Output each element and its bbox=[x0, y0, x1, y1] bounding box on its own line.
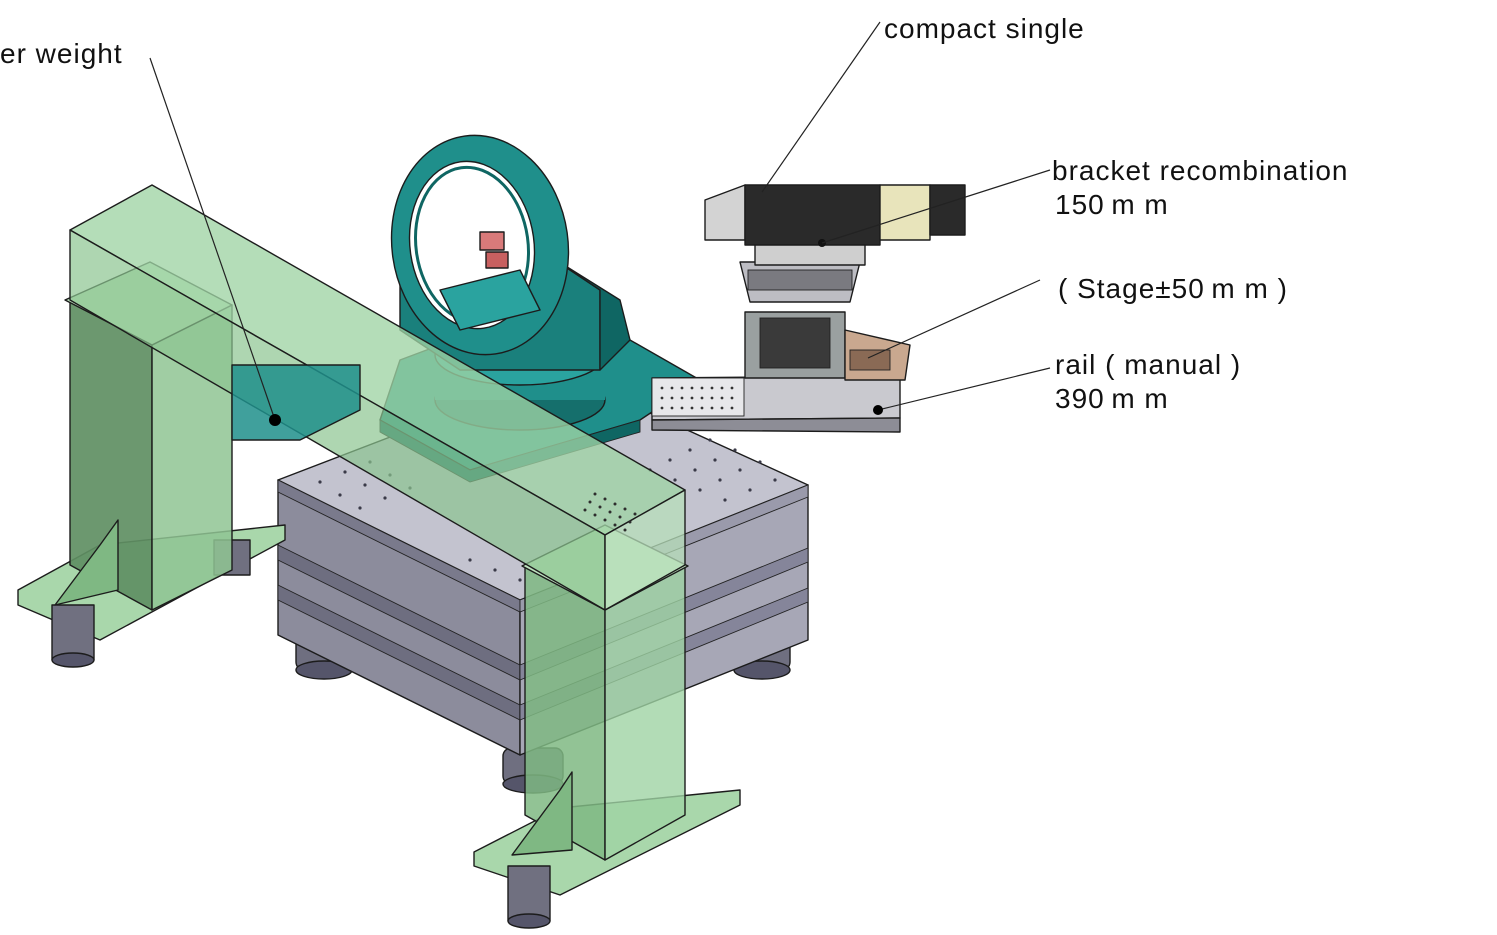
label-stage: ( Stage±50 m m ) bbox=[1058, 273, 1288, 304]
detector-rail-assembly bbox=[651, 184, 966, 433]
label-rail-line1: rail ( manual ) bbox=[1055, 349, 1241, 380]
callout-labels: er weight compact single bracket recombi… bbox=[0, 13, 1348, 414]
leader-lines bbox=[149, 21, 1051, 426]
label-compact-single: compact single bbox=[884, 13, 1085, 44]
label-counter-weight: er weight bbox=[0, 38, 123, 69]
label-bracket-line1: bracket recombination bbox=[1052, 155, 1348, 186]
rotation-stage-assembly bbox=[379, 134, 701, 483]
sample-holder bbox=[479, 231, 505, 251]
compact-detector bbox=[704, 184, 966, 266]
beam-hole-pattern bbox=[583, 492, 637, 532]
rail-hole-pattern bbox=[660, 386, 734, 410]
label-rail-line2: 390 m m bbox=[1055, 383, 1169, 414]
label-bracket-line2: 150 m m bbox=[1055, 189, 1169, 220]
